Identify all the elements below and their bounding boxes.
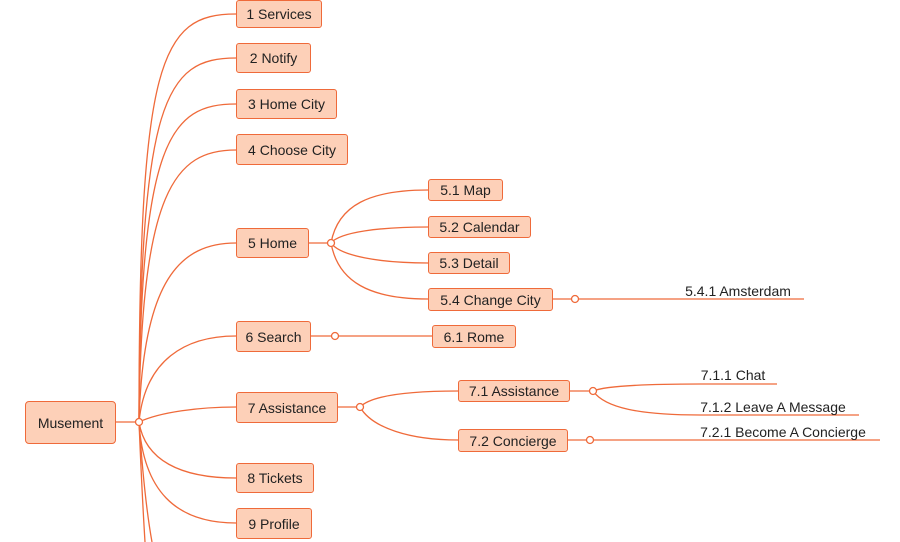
junction-search [330, 331, 340, 341]
root-node[interactable]: Musement [25, 401, 116, 444]
connector-choose-city [138, 149, 237, 423]
node-map[interactable]: 5.1 Map [428, 179, 503, 201]
node-notify[interactable]: 2 Notify [236, 43, 311, 73]
leaf-amsterdam[interactable]: 5.4.1 Amsterdam [685, 283, 791, 299]
node-choose-city[interactable]: 4 Choose City [236, 134, 348, 165]
node-home-city[interactable]: 3 Home City [236, 89, 337, 119]
connector-hidden-2 [138, 421, 153, 542]
connector-search [138, 335, 237, 423]
connector-profile [138, 421, 237, 524]
node-assistance[interactable]: 7 Assistance [236, 392, 338, 423]
connector-assistance-sub [359, 390, 459, 408]
connector-notify [138, 57, 237, 423]
junction-root [134, 417, 144, 427]
junction-change-city [570, 294, 580, 304]
connector-services [138, 13, 237, 423]
node-change-city[interactable]: 5.4 Change City [428, 288, 553, 311]
connector-map [330, 189, 429, 244]
leaf-become-concierge[interactable]: 7.2.1 Become A Concierge [700, 424, 866, 440]
leaf-leave-message[interactable]: 7.1.2 Leave A Message [700, 399, 846, 415]
connector-assistance [138, 406, 237, 423]
connector-calendar [330, 226, 429, 244]
node-home[interactable]: 5 Home [236, 228, 309, 258]
node-detail[interactable]: 5.3 Detail [428, 252, 510, 274]
connector-home-city [138, 103, 237, 423]
node-assistance-sub[interactable]: 7.1 Assistance [458, 380, 570, 402]
node-services[interactable]: 1 Services [236, 0, 322, 28]
connector-tickets [138, 421, 237, 479]
connector-change-city [330, 242, 429, 300]
node-profile[interactable]: 9 Profile [236, 508, 312, 539]
connector-detail [330, 242, 429, 264]
junction-assistance [355, 402, 365, 412]
connector-concierge [359, 406, 459, 441]
junction-home [326, 238, 336, 248]
junction-concierge [585, 435, 595, 445]
node-search[interactable]: 6 Search [236, 321, 311, 352]
node-calendar[interactable]: 5.2 Calendar [428, 216, 531, 238]
connector-home [138, 242, 237, 423]
leaf-chat[interactable]: 7.1.1 Chat [700, 367, 766, 383]
node-rome[interactable]: 6.1 Rome [432, 325, 516, 348]
junction-assistance-sub [588, 386, 598, 396]
connector-leave-message [592, 390, 859, 416]
node-tickets[interactable]: 8 Tickets [236, 463, 314, 493]
connector-chat [592, 383, 777, 392]
node-concierge[interactable]: 7.2 Concierge [458, 429, 568, 452]
